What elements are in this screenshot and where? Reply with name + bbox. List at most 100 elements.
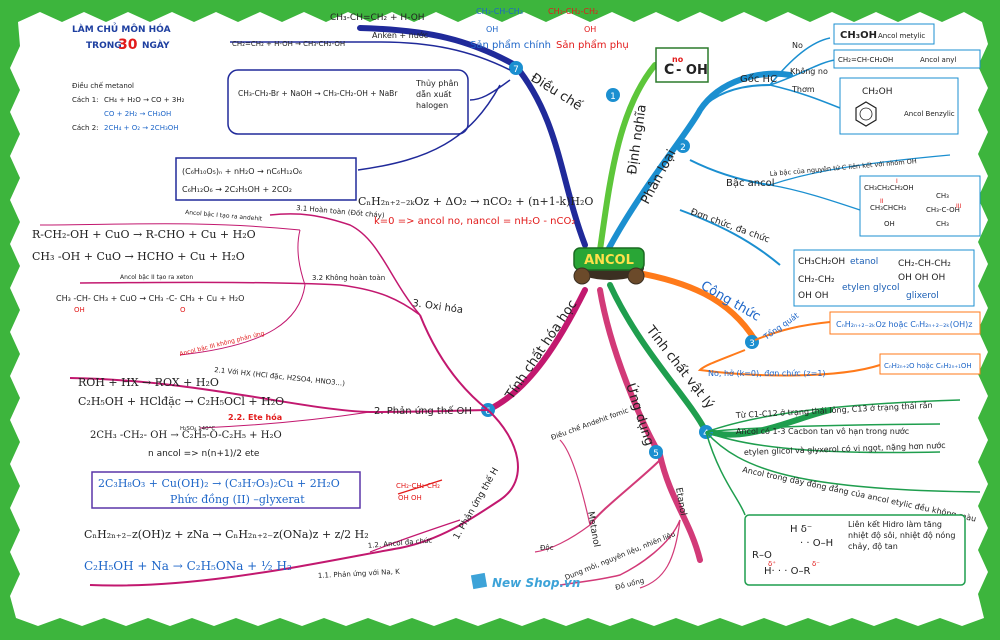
center-node: ANCOL [573,247,645,285]
center-label-plate [573,247,645,271]
logo-line-2: TRONG [86,41,122,51]
branch-2-number-badge [676,139,690,153]
hbond-delta-minus: δ⁻ [812,560,820,568]
metylic-formula: CH₃OH [840,30,877,41]
branch-2-trunk [605,70,793,253]
benzene-ring [855,101,877,127]
bac-formula-1: CH₃CH₂CH₂OH [864,184,914,192]
eq-ete-cond: H₂SO₄ 140°C [180,426,215,432]
logo: LÀM CHỦ MÔN HÓA TRONG 30 NGÀY [72,22,171,53]
bac-ancol-box [859,175,981,237]
physical-prop-2: Ancol có 1-3 Cacbon tan vô hạn trong nướ… [736,426,909,437]
anyl-formula: CH₂=CH-CH₂OH [838,56,893,64]
logo-line-1: LÀM CHỦ MÔN HÓA [72,22,171,35]
method-1-label: Cách 1: [72,96,99,104]
branch-7-number: 7 [513,65,519,75]
eq-combustion-2: k=0 => ancol no, nancol = nH₂O - nCO₂ [374,216,575,227]
branch-2-number: 2 [680,143,686,153]
glyxerat-box [91,471,361,509]
definition-oh: - OH [676,63,708,78]
don-chuc-box [793,249,975,307]
method-1-eq-1: CH₄ + H₂O → CO + 3H₂ [104,96,185,104]
bac-i: I [896,178,898,185]
main-product-oh: OH [486,25,498,34]
khong-hoan-toan-label: 3.2 Không hoàn toàn [312,274,385,282]
side-product-label: Sản phẩm phụ [556,38,629,51]
bac2-label: Ancol bậc II tạo ra xeton [120,274,193,281]
branch-1-trunk [597,62,658,253]
eq-starch-1: (C₆H₁₀O₅)ₙ + nH₂O → nC₆H₁₂O₆ [182,167,302,176]
branch-3-number-badge [745,335,759,349]
hbond-diagram-top: H δ⁻ [790,524,812,535]
eq-ete-2: n ancol => n(n+1)/2 ete [148,449,260,459]
metylic-box [833,23,935,45]
eq-oxidation-3: CH₃ -CH- CH₃ + CuO → CH₃ -C- CH₃ + Cu + … [56,294,244,303]
specific-formula-box [879,353,981,375]
method-2-eq: 2CH₄ + O₂ → 2CH₃OH [104,124,179,132]
eq-top: CH₃-CH=CH₂ + H-OH [330,13,425,23]
eq-copper-name: Phức đồng (II) –glyxerat [170,493,305,506]
glycol-name: etylen glycol [842,283,900,293]
eq-hx-2: C₂H₅OH + HClđặc → C₂H₅OCl + H₂O [78,395,284,408]
anyl-name: Ancol anyl [920,56,956,64]
method-1-eq-2: CO + 2H₂ → CH₃OH [104,110,171,118]
eq-ete: 2CH₃ -CH₂- OH → C₂H₅-O-C₂H₅ + H₂O [90,430,282,441]
etanol-formula: CH₃CH₂OH [798,257,845,267]
eq-copper: 2C₃H₈O₃ + Cu(OH)₂ → (C₃H₇O₃)₂Cu + 2H₂O [98,477,340,490]
the-oh-label: 2. Phản ứng thế OH [374,405,472,417]
no-reaction-formula: CH₂-CH₂-CH₂ [396,482,440,490]
benzylic-formula: CH₂OH [862,87,893,97]
eq-anken: CH₂=CH₂ + H-OH → CH₃-CH₂-OH [232,40,345,48]
center-label: ANCOL [584,253,634,268]
method-2-label: Cách 2: [72,124,99,132]
glixerol-oh: OH OH OH [898,273,945,283]
glixerol-formula: CH₂-CH-CH₂ [898,259,951,269]
etanol-label: Etanol [673,487,688,517]
doc-label: Độc [540,544,554,552]
branch-1-number-badge [606,88,620,102]
etanol-name: etanol [850,257,878,267]
branch-1-number: 1 [610,92,616,102]
glycol-formula: CH₂-CH₂ [798,275,835,285]
branch-5-number-badge [649,445,663,459]
general-formula-box [829,311,981,335]
bac-formula-2: CH₃CHCH₃ [870,204,906,212]
branch-6-trunk [485,287,588,413]
branch-5-number: 5 [653,449,659,459]
hbond-delta-plus: δ⁺ [768,560,776,568]
specific-formula: CₙH₂ₙ₊₂O hoặc CₙH₂ₙ₊₁OH [884,362,972,370]
khong-no-label: Không no [790,66,828,76]
hbond-diagram-h1: H· · · O–R [764,566,810,577]
side-product-oh: OH [584,25,596,34]
logo-number: 30 [118,37,138,53]
eq-sodium-2: C₂H₅OH + Na → C₂H₅ONa + ½ H₂ [84,559,292,573]
watermark-text: New Shop.vn [492,576,580,590]
bac-formula-3: CH₃ [936,192,949,200]
bac-formula-5: CH₃ [936,220,949,228]
hydrogen-bond-box [744,514,966,586]
eq-oxidation-3-oh: OH [74,306,85,314]
side-product-formula: CH₃-CH₂-CH₂ [548,7,598,16]
condition-label: No, hở (k=0), đơn chức (z=1) [708,368,826,378]
branch-6-number: 6 [485,407,491,417]
branch-3-number: 3 [749,339,755,349]
eq-hx-1: ROH + HX → ROX + H₂O [78,376,219,389]
metanol-prep-title: Điều chế metanol [72,82,134,90]
bac-formula-4: CH₃-C-OH [926,206,960,214]
eq-starch-2: C₆H₁₂O₆ → 2C₂H₅OH + 2CO₂ [182,185,292,194]
benzylic-name: Ancol Benzylic [904,110,955,118]
goc-hc-label: Gốc HC [740,73,777,85]
branch-2-classification: 2 Phân loại Gốc HC No Không no Thơm CH₃O… [638,23,981,307]
bac-ancol-label: Bậc ancol [726,177,775,189]
watermark: New Shop.vn [470,572,580,590]
glycol-oh: OH OH [798,291,829,301]
bac-formula-2-oh: OH [884,220,895,228]
hbond-text: Liên kết Hidro làm tăng nhiệt độ sôi, nh… [848,520,956,551]
main-product-formula: CH₃-CH-CH₃ [476,7,523,16]
no-label: No [792,41,803,50]
benzylic-box [839,77,959,135]
eq-oxidation-3-o: O [180,306,186,314]
thom-label: Thơm [791,85,815,94]
